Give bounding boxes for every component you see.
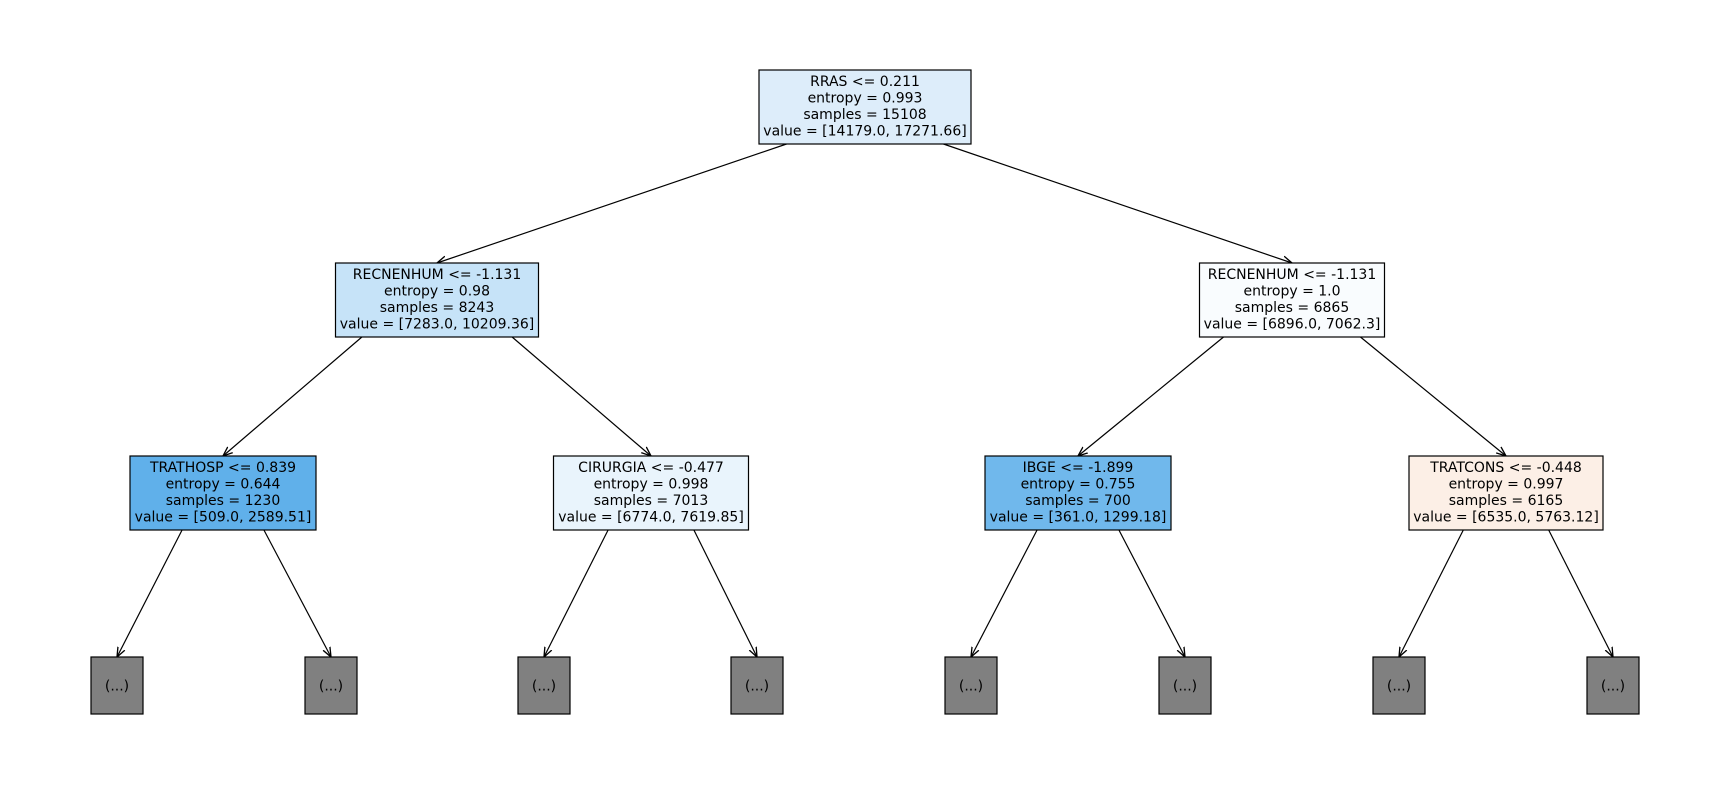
node-split-rule: RECNENHUM <= -1.131 — [353, 267, 522, 283]
node-entropy: entropy = 0.993 — [808, 91, 923, 107]
edge-truncated-3 — [544, 529, 609, 657]
node-value: value = [7283.0, 10209.36] — [340, 317, 534, 333]
node-samples: samples = 8243 — [380, 300, 494, 316]
node-entropy: entropy = 0.644 — [166, 477, 281, 493]
node-box — [758, 69, 972, 145]
truncated-label: (...) — [532, 679, 556, 695]
node-split-rule: RECNENHUM <= -1.131 — [1208, 267, 1377, 283]
truncated-box — [90, 656, 144, 715]
truncated-label: (...) — [1173, 679, 1197, 695]
truncated-node-8: (...) — [1586, 656, 1640, 715]
node-entropy: entropy = 0.997 — [1449, 477, 1564, 493]
truncated-node-3: (...) — [517, 656, 571, 715]
truncated-node-5: (...) — [944, 656, 998, 715]
node-box — [1408, 455, 1604, 531]
truncated-label: (...) — [745, 679, 769, 695]
truncated-box — [1372, 656, 1426, 715]
node-box — [129, 455, 317, 531]
truncated-box — [517, 656, 571, 715]
truncated-label: (...) — [959, 679, 983, 695]
node-value: value = [6535.0, 5763.12] — [1413, 510, 1599, 526]
node-value: value = [6774.0, 7619.85] — [558, 510, 744, 526]
edge-l-ll — [223, 336, 363, 456]
node-samples: samples = 1230 — [166, 493, 280, 509]
edge-truncated-5 — [971, 529, 1038, 657]
node-split-rule: IBGE <= -1.899 — [1023, 460, 1134, 476]
truncated-label: (...) — [319, 679, 343, 695]
node-box — [984, 455, 1172, 531]
node-value: value = [6896.0, 7062.3] — [1204, 317, 1381, 333]
edge-truncated-1 — [117, 529, 183, 657]
tree-edges — [117, 143, 1613, 657]
edge-truncated-2 — [263, 529, 331, 657]
truncated-node-6: (...) — [1158, 656, 1212, 715]
node-value: value = [509.0, 2589.51] — [135, 510, 312, 526]
edge-truncated-8 — [1548, 529, 1613, 657]
node-samples: samples = 15108 — [803, 107, 926, 123]
node-entropy: entropy = 0.998 — [594, 477, 709, 493]
truncated-box — [304, 656, 358, 715]
truncated-node-1: (...) — [90, 656, 144, 715]
node-samples: samples = 7013 — [594, 493, 708, 509]
node-split-rule: TRATCONS <= -0.448 — [1429, 460, 1582, 476]
truncated-box — [944, 656, 998, 715]
truncated-node-4: (...) — [730, 656, 784, 715]
edge-l-lr — [511, 336, 651, 456]
node-samples: samples = 6165 — [1449, 493, 1563, 509]
truncated-box — [1586, 656, 1640, 715]
edge-root-r — [943, 143, 1292, 263]
edge-truncated-7 — [1399, 529, 1464, 657]
node-box — [552, 455, 750, 531]
edge-r-rl — [1078, 336, 1224, 456]
node-value: value = [14179.0, 17271.66] — [763, 124, 966, 140]
node-value: value = [361.0, 1299.18] — [990, 510, 1167, 526]
truncated-label: (...) — [1601, 679, 1625, 695]
node-samples: samples = 6865 — [1235, 300, 1349, 316]
node-split-rule: CIRURGIA <= -0.477 — [578, 460, 724, 476]
edge-truncated-6 — [1118, 529, 1185, 657]
node-split-rule: TRATHOSP <= 0.839 — [149, 460, 296, 476]
node-split-rule: RRAS <= 0.211 — [810, 74, 920, 90]
truncated-label: (...) — [105, 679, 129, 695]
truncated-node-2: (...) — [304, 656, 358, 715]
edge-root-l — [437, 143, 787, 263]
truncated-box — [1158, 656, 1212, 715]
edge-r-rr — [1360, 336, 1506, 456]
node-box — [1198, 262, 1386, 338]
node-entropy: entropy = 0.755 — [1021, 477, 1136, 493]
truncated-box — [730, 656, 784, 715]
node-entropy: entropy = 1.0 — [1243, 284, 1340, 300]
node-box — [334, 262, 540, 338]
node-entropy: entropy = 0.98 — [384, 284, 490, 300]
edge-truncated-4 — [693, 529, 757, 657]
node-samples: samples = 700 — [1025, 493, 1131, 509]
truncated-node-7: (...) — [1372, 656, 1426, 715]
truncated-label: (...) — [1387, 679, 1411, 695]
